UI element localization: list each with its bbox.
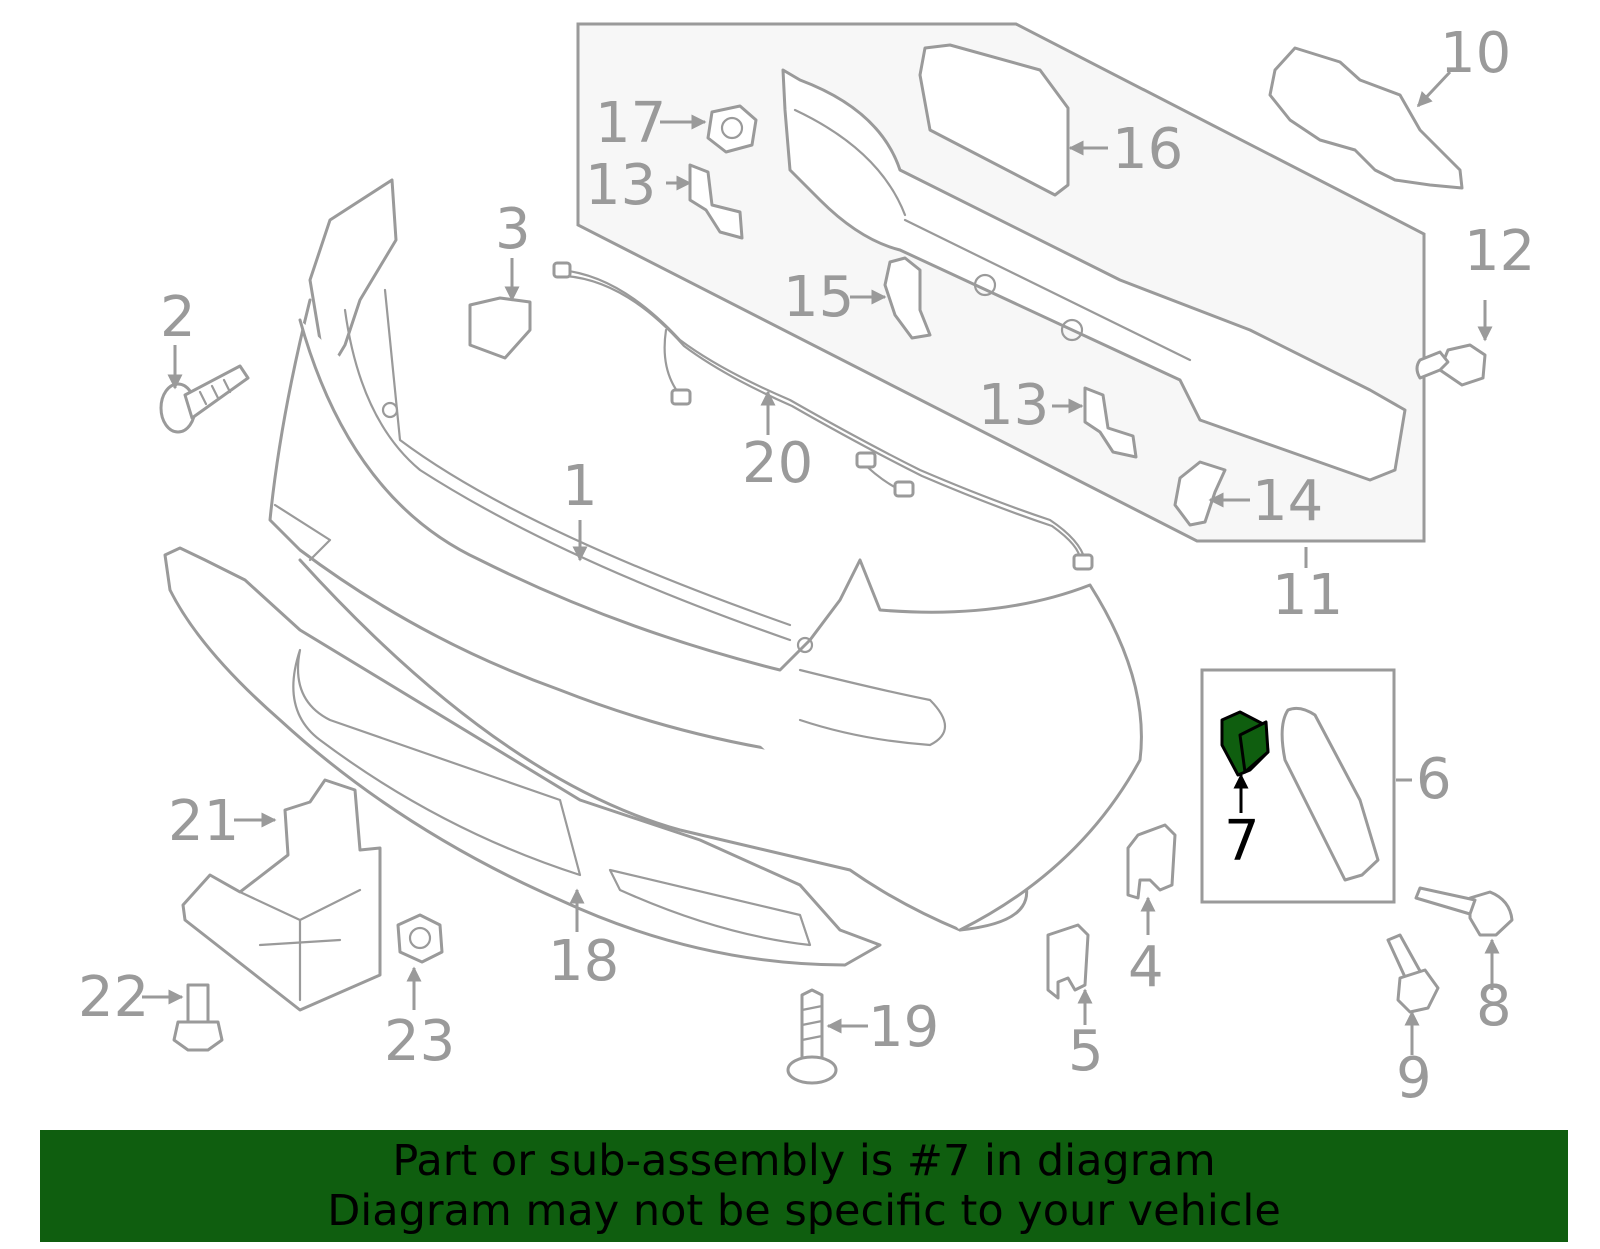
banner-line-1: Part or sub-assembly is #7 in diagram [392, 1136, 1216, 1186]
callout-16: 16 [1112, 117, 1183, 182]
retainer-part-4 [1126, 823, 1177, 900]
under-bracket-part-21 [181, 778, 382, 1012]
nut-part-23 [396, 913, 444, 964]
callout-13-lower: 13 [978, 373, 1049, 438]
bracket-part-13-lower [1083, 386, 1138, 459]
info-banner: Part or sub-assembly is #7 in diagram Di… [40, 1130, 1568, 1242]
nut-part-17 [706, 104, 758, 154]
bolt-part-22 [172, 983, 224, 1052]
callout-6: 6 [1416, 747, 1452, 812]
callout-5: 5 [1068, 1019, 1104, 1084]
bracket-part-15 [883, 256, 932, 340]
callout-19: 19 [868, 995, 939, 1060]
callout-2: 2 [160, 285, 196, 350]
callout-10: 10 [1440, 21, 1511, 86]
clip-part-3 [468, 296, 532, 360]
bracket-part-13-top [688, 163, 744, 240]
callout-11: 11 [1272, 563, 1343, 628]
bumper-beam-absorber [781, 68, 1407, 482]
bumper-cover-part-1 [268, 178, 1143, 932]
callout-7: 7 [1224, 809, 1260, 874]
banner-line-2: Diagram may not be specific to your vehi… [327, 1186, 1281, 1236]
callout-1: 1 [562, 454, 598, 519]
callout-14: 14 [1252, 469, 1323, 534]
callout-15: 15 [783, 265, 854, 330]
screw-part-8 [1414, 886, 1514, 937]
callout-13-top: 13 [585, 153, 656, 218]
leader-lines [142, 70, 1500, 1055]
callout-8: 8 [1476, 974, 1512, 1039]
callout-18: 18 [548, 929, 619, 994]
callout-17: 17 [595, 91, 666, 156]
callout-22: 22 [78, 965, 149, 1030]
callout-20: 20 [742, 431, 813, 496]
callout-4: 4 [1128, 935, 1164, 1000]
lower-diffuser-part-18 [163, 546, 882, 967]
screw-part-9 [1386, 933, 1440, 1014]
plate-part-16 [918, 43, 1070, 197]
screw-part-19 [786, 988, 838, 1085]
callout-9: 9 [1396, 1046, 1432, 1111]
callout-3: 3 [495, 197, 531, 262]
clip-part-7-highlighted [1220, 710, 1270, 777]
callout-12: 12 [1464, 219, 1535, 284]
bolt-part-12 [1415, 343, 1487, 387]
side-bracket-part-10 [1268, 46, 1464, 190]
callout-23: 23 [384, 1009, 455, 1074]
callout-21: 21 [168, 789, 239, 854]
retainer-part-5 [1046, 923, 1090, 1000]
bracket-part-6 [1280, 706, 1380, 882]
wiring-harness-part-20 [552, 261, 1094, 571]
